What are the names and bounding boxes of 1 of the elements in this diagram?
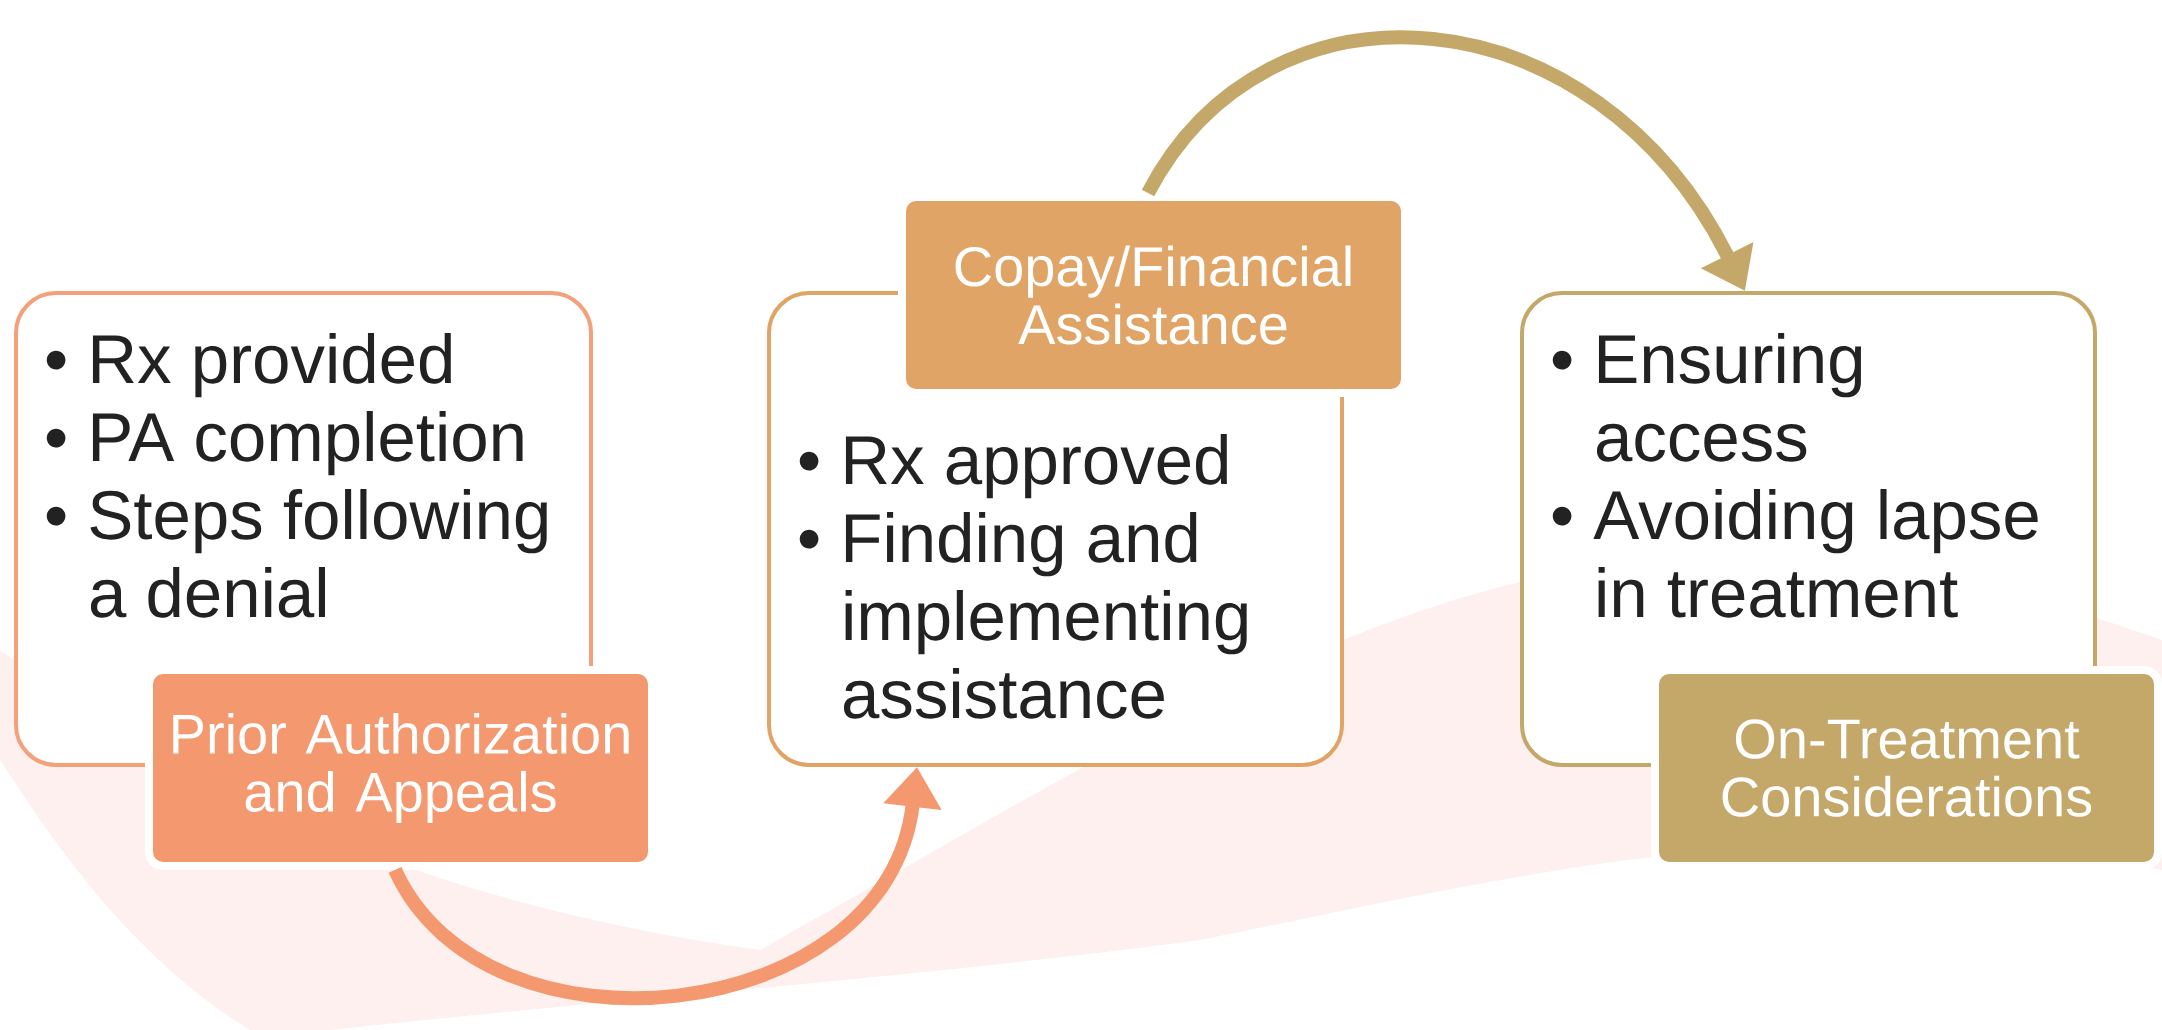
title-box: On-Treatment Considerations xyxy=(1651,666,2162,870)
